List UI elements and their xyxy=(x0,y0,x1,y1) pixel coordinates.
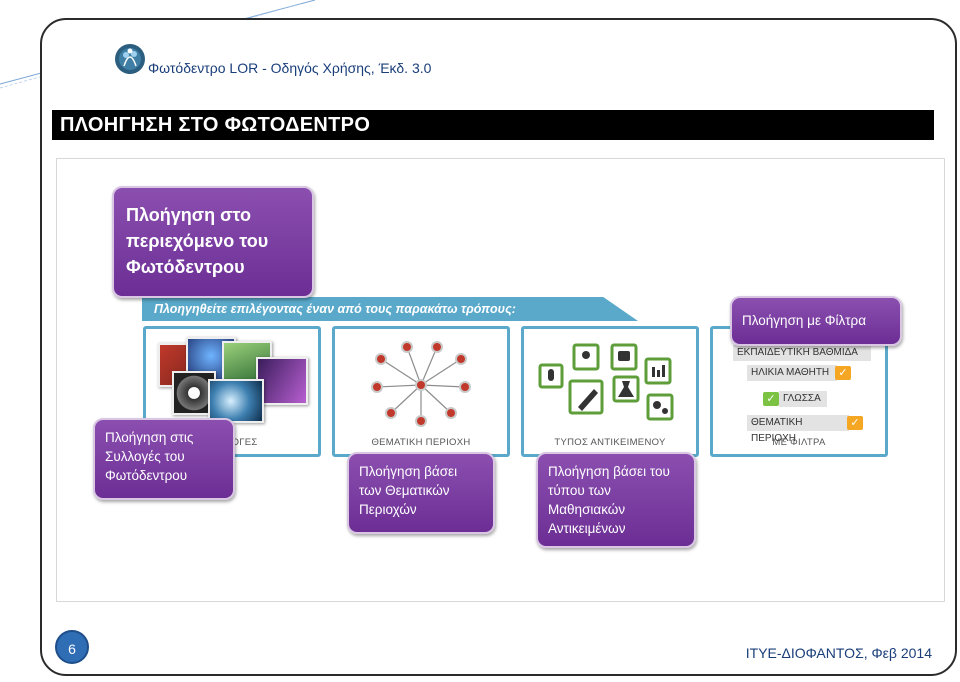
gears-icon xyxy=(653,401,661,409)
filter-language: ΓΛΩΣΣΑ xyxy=(779,391,827,407)
check-icon: ✓ xyxy=(763,392,779,406)
object-types-icons xyxy=(538,343,674,421)
page-number: 6 xyxy=(55,630,89,664)
camera-icon xyxy=(618,351,630,361)
document-title: Φωτόδεντρο LOR - Οδηγός Χρήσης, Έκδ. 3.0 xyxy=(148,60,432,76)
pencil-icon xyxy=(578,389,598,411)
subjects-callout: Πλοήγηση βάσει των Θεματικών Περιοχών xyxy=(347,452,495,534)
microphone-icon xyxy=(548,369,554,381)
filter-education-level: ΕΚΠΑΙΔΕΥΤΙΚΗ ΒΑΘΜΙΔΑ xyxy=(733,345,871,361)
footer-credit: ΙΤΥΕ-ΔΙΟΦΑΝΤΟΣ, Φεβ 2014 xyxy=(745,645,932,661)
types-callout: Πλοήγηση βάσει του τύπου των Μαθησιακών … xyxy=(536,452,696,548)
filters-callout: Πλοήγηση με Φίλτρα xyxy=(730,296,902,346)
filter-student-age: ΗΛΙΚΙΑ ΜΑΘΗΤΗ xyxy=(747,365,837,381)
card-filters[interactable]: ΕΚΠΑΙΔΕΥΤΙΚΗ ΒΑΘΜΙΔΑ ΗΛΙΚΙΑ ΜΑΘΗΤΗ ✓ ΓΛΩ… xyxy=(710,326,888,457)
card-label-subjects: ΘΕΜΑΤΙΚΗ ΠΕΡΙΟΧΗ xyxy=(371,437,471,448)
instruction-strip: Πλοηγηθείτε επιλέγοντας έναν από τους πα… xyxy=(142,297,638,321)
check-icon: ✓ xyxy=(847,416,863,430)
card-object-types[interactable]: ΤΥΠΟΣ ΑΝΤΙΚΕΙΜΕΝΟΥ xyxy=(521,326,699,457)
subjects-network-icon xyxy=(371,341,471,427)
card-label-object-types: ΤΥΠΟΣ ΑΝΤΙΚΕΙΜΕΝΟΥ xyxy=(554,437,666,448)
location-pin-icon xyxy=(582,351,590,359)
collection-thumb-6 xyxy=(208,379,264,423)
photodentro-logo xyxy=(115,44,145,74)
collections-callout: Πλοήγηση στις Συλλογές του Φωτόδεντρου xyxy=(93,418,235,500)
filter-subject-area: ΘΕΜΑΤΙΚΗ ΠΕΡΙΟΧΗ xyxy=(747,415,849,444)
section-banner: ΠΛΟΗΓΗΣΗ ΣΤΟ ΦΩΤΟΔΕΝΤΡΟ xyxy=(52,110,934,140)
main-callout: Πλοήγηση στο περιεχόμενο του Φωτόδεντρου xyxy=(112,186,314,298)
flask-icon xyxy=(618,381,634,397)
check-icon: ✓ xyxy=(835,366,851,380)
chart-icon xyxy=(652,367,655,377)
card-label-filters: ΜΕ ΦΙΛΤΡΑ xyxy=(772,437,826,448)
card-subjects[interactable]: ΘΕΜΑΤΙΚΗ ΠΕΡΙΟΧΗ xyxy=(332,326,510,457)
